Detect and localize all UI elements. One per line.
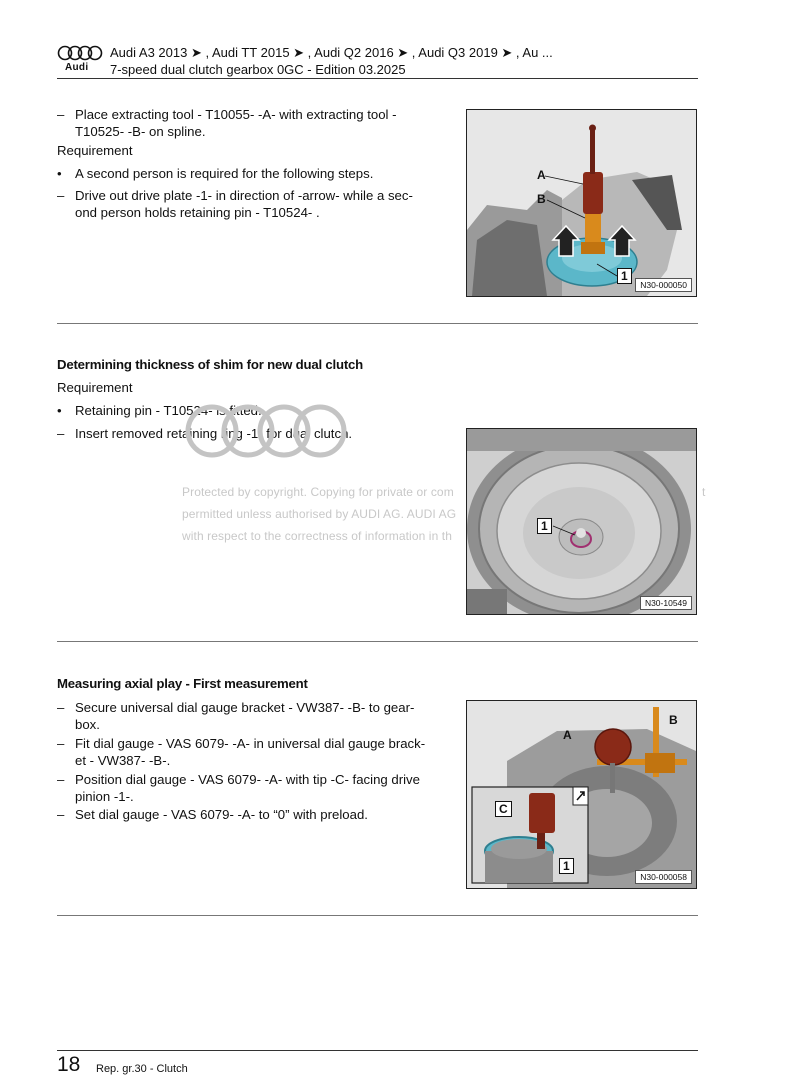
page-number: 18 [57,1053,81,1076]
header-rule [57,78,698,79]
fig1-id: N30-000050 [635,278,692,292]
step-marker: – [57,807,65,822]
fig1-label-1: 1 [617,268,632,284]
watermark-rings-icon [185,404,347,458]
step-text-line: et - VW387- -B-. [75,753,171,768]
fig3-label-c: C [495,801,512,817]
figure-retaining-ring: 1 N30-10549 [466,428,697,615]
requirement-label: Requirement [57,143,133,158]
header-models: Audi A3 2013 ➤ , Audi TT 2015 ➤ , Audi Q… [110,45,553,60]
step-text-line: T10525- -B- on spline. [75,124,206,139]
step-marker: – [57,700,65,715]
step-text-line: box. [75,717,100,732]
section-divider-1 [57,323,698,324]
step-marker: – [57,426,65,441]
step-text-line: Secure universal dial gauge bracket - VW… [75,700,415,715]
audi-wordmark: Audi [65,62,89,73]
step-marker: – [57,107,65,122]
fig1-label-a: A [537,168,546,182]
watermark-line-1: Protected by copyright. Copying for priv… [182,485,454,499]
watermark-logo [184,402,350,465]
header-subtitle: 7-speed dual clutch gearbox 0GC - Editio… [110,62,406,77]
section2-heading: Determining thickness of shim for new du… [57,357,364,372]
step-text-line: pinion -1-. [75,789,134,804]
watermark-line-3: with respect to the correctness of infor… [182,529,452,543]
watermark-line-2: permitted unless authorised by AUDI AG. … [182,507,457,521]
step-marker: – [57,736,65,751]
step-text-line: ond person holds retaining pin - T10524-… [75,205,320,220]
section-divider-3 [57,915,698,916]
section3-heading: Measuring axial play - First measurement [57,676,308,691]
figure-extracting-tool: A B 1 N30-000050 [466,109,697,297]
step-marker: – [57,772,65,787]
step-text-line: Set dial gauge - VAS 6079- -A- to “0” wi… [75,807,368,822]
step-text-line: A second person is required for the foll… [75,166,374,181]
fig1-label-b: B [537,192,546,206]
requirement-label: Requirement [57,380,133,395]
fig3-label-b: B [669,713,678,727]
step-text-line: Place extracting tool - T10055- -A- with… [75,107,397,122]
fig3-id: N30-000058 [635,870,692,884]
footer-rule [57,1050,698,1051]
watermark-trail: t [702,485,706,499]
fig2-id: N30-10549 [639,596,692,610]
step-text-line: Drive out drive plate -1- in direction o… [75,188,413,203]
fig3-label-a: A [563,728,572,742]
figure-dial-gauge: A B C 1 N30-000058 [466,700,697,889]
section-divider-2 [57,641,698,642]
footer-section: Rep. gr.30 - Clutch [96,1063,188,1075]
bullet-marker: • [57,166,62,181]
step-marker: – [57,188,65,203]
step-text-line: Insert removed retaining ring -1- for du… [75,426,353,441]
bullet-marker: • [57,403,62,418]
fig2-label-1: 1 [537,518,552,534]
fig3-label-1: 1 [559,858,574,874]
audi-rings-icon [57,45,103,61]
step-text-line: Fit dial gauge - VAS 6079- -A- in univer… [75,736,426,751]
audi-logo: Audi [57,44,103,74]
step-text-line: Position dial gauge - VAS 6079- -A- with… [75,772,420,787]
